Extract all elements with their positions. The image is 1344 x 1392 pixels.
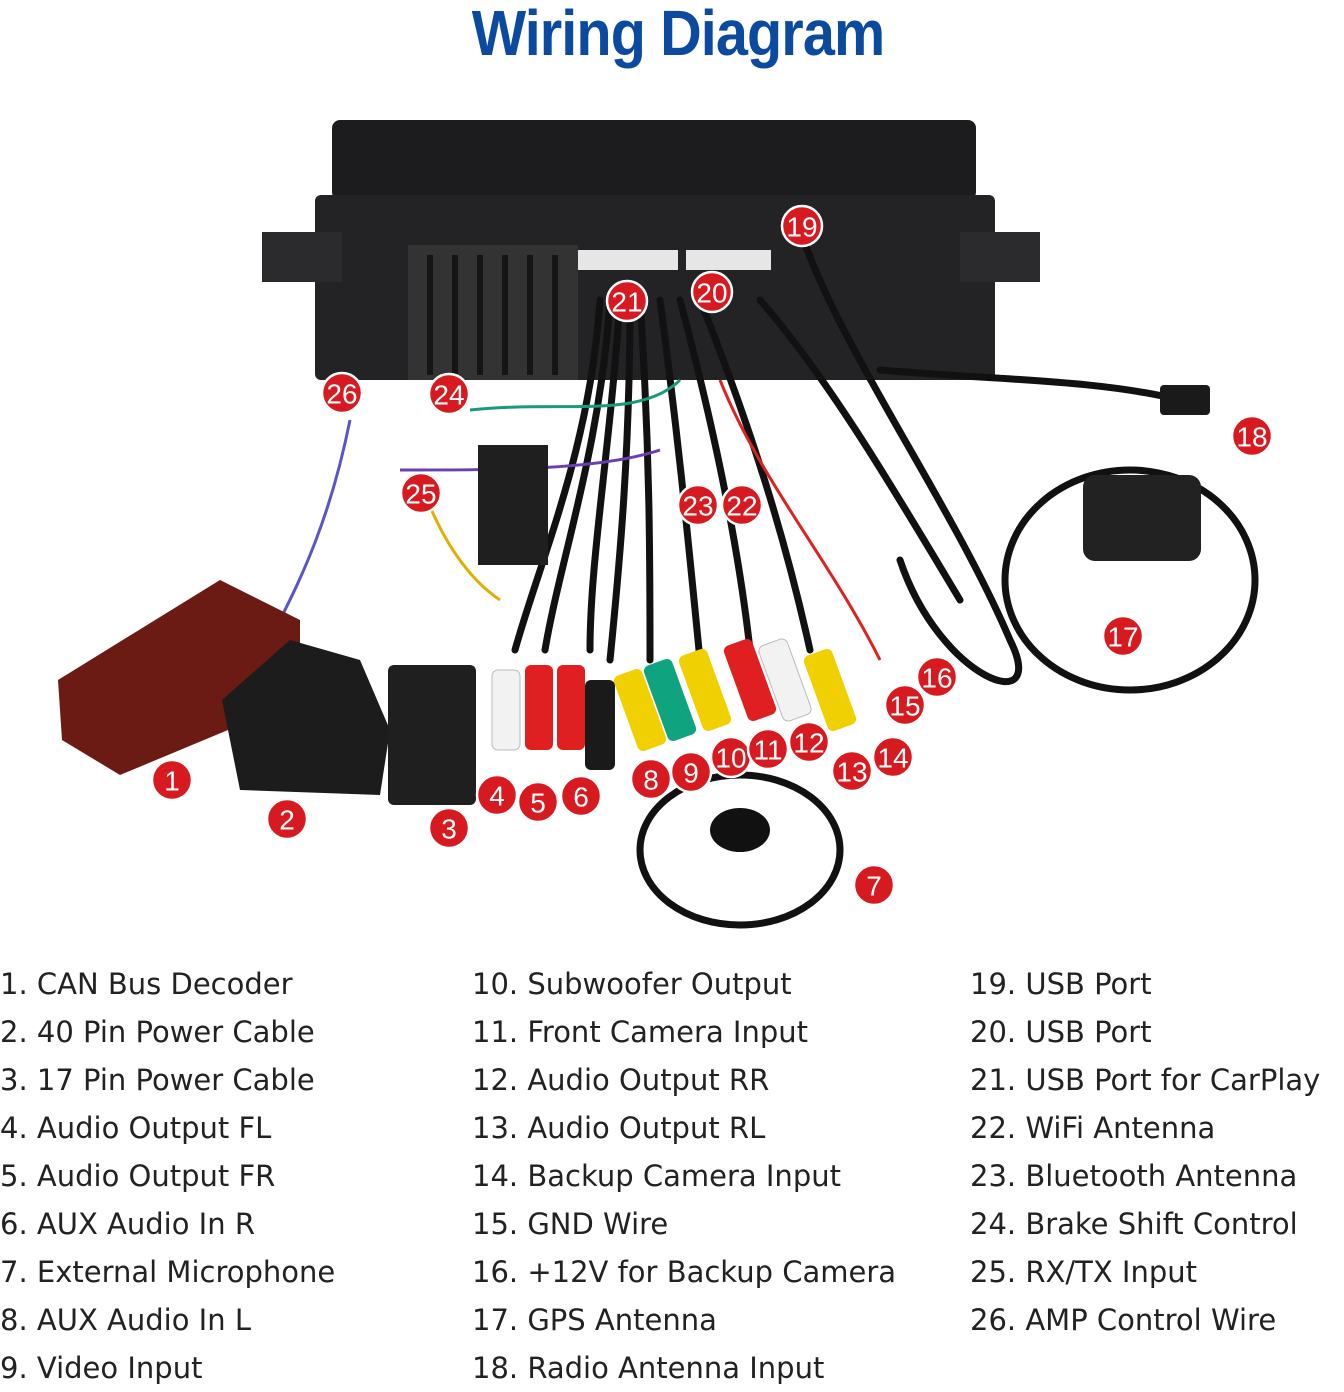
callout-marker-4: 4 (475, 773, 519, 817)
legend-item: 6. AUX Audio In R (0, 1207, 255, 1241)
svg-text:20: 20 (696, 278, 727, 309)
svg-text:24: 24 (433, 380, 464, 411)
legend-item: 22. WiFi Antenna (970, 1111, 1216, 1145)
legend-column-3: 19. USB Port 20. USB Port 21. USB Port f… (970, 960, 1320, 1344)
svg-text:11: 11 (753, 735, 782, 766)
svg-text:23: 23 (682, 491, 713, 522)
callout-marker-16: 16 (915, 655, 959, 699)
callout-marker-17: 17 (1101, 614, 1145, 658)
callout-marker-14: 14 (871, 735, 915, 779)
callout-marker-15: 15 (883, 683, 927, 727)
legend-item: 21. USB Port for CarPlay (970, 1063, 1321, 1097)
legend-item: 10. Subwoofer Output (472, 967, 792, 1001)
callout-marker-20: 20 (690, 270, 734, 314)
legend-item: 24. Brake Shift Control (970, 1207, 1298, 1241)
callout-marker-5: 5 (516, 780, 560, 824)
callout-marker-8: 8 (629, 757, 673, 801)
callout-marker-24: 24 (427, 372, 471, 416)
callout-marker-21: 21 (605, 279, 649, 323)
legend-item: 13. Audio Output RL (472, 1111, 766, 1145)
callout-marker-7: 7 (852, 863, 896, 907)
callout-marker-11: 11 (746, 727, 790, 771)
cable-bundle (511, 226, 1259, 929)
svg-text:8: 8 (643, 765, 659, 796)
legend-item: 16. +12V for Backup Camera (472, 1255, 897, 1289)
legend-item: 2. 40 Pin Power Cable (0, 1015, 315, 1049)
legend-item: 15. GND Wire (472, 1207, 669, 1241)
page-title: Wiring Diagram (471, 0, 885, 69)
radio-antenna-plug (1160, 385, 1210, 415)
legend-item: 5. Audio Output FR (0, 1159, 276, 1193)
svg-text:17: 17 (1107, 622, 1138, 653)
svg-text:12: 12 (793, 728, 824, 759)
17-pin-connector (388, 665, 476, 805)
callout-marker-26: 26 (320, 371, 364, 415)
callout-marker-2: 2 (265, 797, 309, 841)
legend-item: 25. RX/TX Input (970, 1255, 1198, 1289)
svg-text:14: 14 (877, 743, 908, 774)
svg-text:13: 13 (836, 757, 867, 788)
legend-item: 3. 17 Pin Power Cable (0, 1063, 315, 1097)
svg-text:1: 1 (164, 766, 180, 797)
legend-item: 12. Audio Output RR (472, 1063, 770, 1097)
legend-item: 11. Front Camera Input (472, 1015, 809, 1049)
svg-text:18: 18 (1236, 422, 1267, 453)
legend-item: 9. Video Input (0, 1351, 203, 1385)
legend-item: 19. USB Port (970, 967, 1152, 1001)
svg-text:10: 10 (715, 743, 746, 774)
callout-marker-25: 25 (399, 471, 443, 515)
legend-item: 17. GPS Antenna (472, 1303, 717, 1337)
callout-marker-23: 23 (676, 483, 720, 527)
legend-item: 14. Backup Camera Input (472, 1159, 841, 1193)
svg-text:26: 26 (326, 379, 357, 410)
head-unit (262, 120, 1040, 380)
legend-item: 4. Audio Output FL (0, 1111, 272, 1145)
svg-text:9: 9 (683, 758, 699, 789)
callout-marker-19: 19 (780, 204, 824, 248)
legend-item: 7. External Microphone (0, 1255, 336, 1289)
svg-text:2: 2 (279, 805, 295, 836)
svg-text:4: 4 (489, 781, 505, 812)
svg-text:3: 3 (441, 814, 457, 845)
rca-plugs (491, 638, 857, 770)
legend-item: 23. Bluetooth Antenna (970, 1159, 1298, 1193)
legend-item: 26. AMP Control Wire (970, 1303, 1277, 1337)
legend-item: 20. USB Port (970, 1015, 1152, 1049)
legend-item: 1. CAN Bus Decoder (0, 967, 293, 1001)
callout-marker-3: 3 (427, 806, 471, 850)
svg-text:6: 6 (573, 782, 589, 813)
svg-text:19: 19 (786, 212, 817, 243)
40-pin-connector (222, 640, 390, 795)
svg-text:7: 7 (866, 871, 882, 902)
legend-item: 18. Radio Antenna Input (472, 1351, 825, 1385)
gps-antenna-box (1083, 475, 1201, 561)
callout-marker-1: 1 (150, 758, 194, 802)
callout-marker-18: 18 (1230, 414, 1274, 458)
callout-marker-22: 22 (720, 483, 764, 527)
callout-marker-9: 9 (669, 750, 713, 794)
callout-marker-13: 13 (830, 749, 874, 793)
callout-marker-10: 10 (709, 735, 753, 779)
callout-marker-12: 12 (787, 720, 831, 764)
svg-text:5: 5 (530, 788, 546, 819)
callout-marker-6: 6 (559, 774, 603, 818)
legend-column-2: 10. Subwoofer Output 11. Front Camera In… (472, 960, 896, 1392)
svg-text:16: 16 (921, 663, 952, 694)
legend-item: 8. AUX Audio In L (0, 1303, 251, 1337)
can-bus-decoder-box (58, 580, 300, 775)
svg-text:25: 25 (405, 479, 436, 510)
legend-column-1: 1. CAN Bus Decoder 2. 40 Pin Power Cable… (0, 960, 335, 1392)
svg-text:21: 21 (611, 287, 642, 318)
svg-text:15: 15 (889, 691, 920, 722)
svg-text:22: 22 (726, 491, 757, 522)
microphone (710, 808, 770, 852)
